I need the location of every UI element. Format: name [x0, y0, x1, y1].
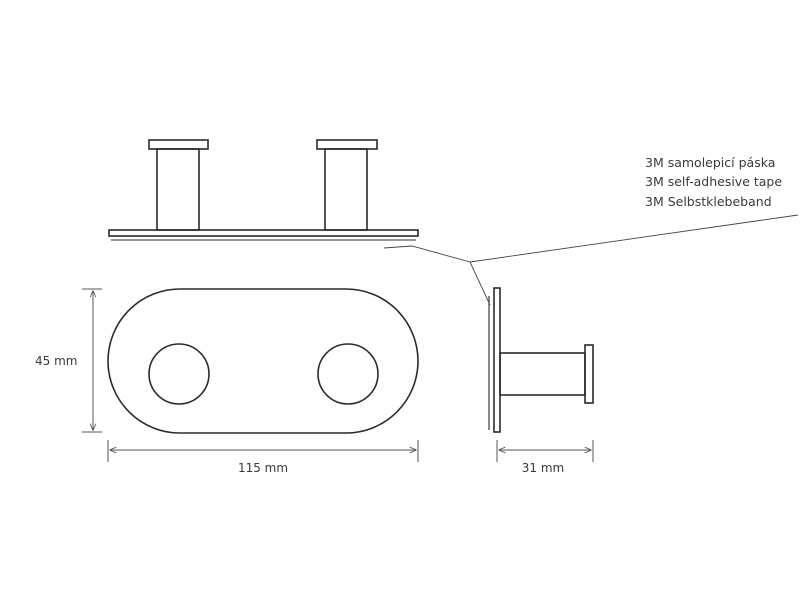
side-view: [488, 287, 594, 433]
tape-label-cs: 3M samolepicí páska: [645, 155, 775, 170]
oval-plate: [107, 288, 419, 434]
front-view: [107, 288, 419, 434]
top-view: [108, 139, 419, 241]
side-stem: [499, 352, 586, 396]
height-dimension-label: 45 mm: [35, 354, 77, 368]
hook-right-top: [316, 139, 378, 231]
side-cap: [584, 344, 594, 404]
tape-label-en: 3M self-adhesive tape: [645, 174, 782, 189]
hook-right-circle: [317, 343, 379, 405]
tape-label-de: 3M Selbstklebeband: [645, 194, 772, 209]
base-plate-top: [108, 229, 419, 237]
width-dimension: [107, 440, 419, 462]
depth-dimension: [496, 440, 594, 462]
height-dimension: [82, 288, 102, 433]
hook-left-top: [148, 139, 209, 231]
tape-callout-leader: [383, 214, 799, 306]
depth-dimension-label: 31 mm: [522, 461, 564, 475]
hook-left-circle: [148, 343, 210, 405]
width-dimension-label: 115 mm: [238, 461, 288, 475]
side-plate: [493, 287, 501, 433]
